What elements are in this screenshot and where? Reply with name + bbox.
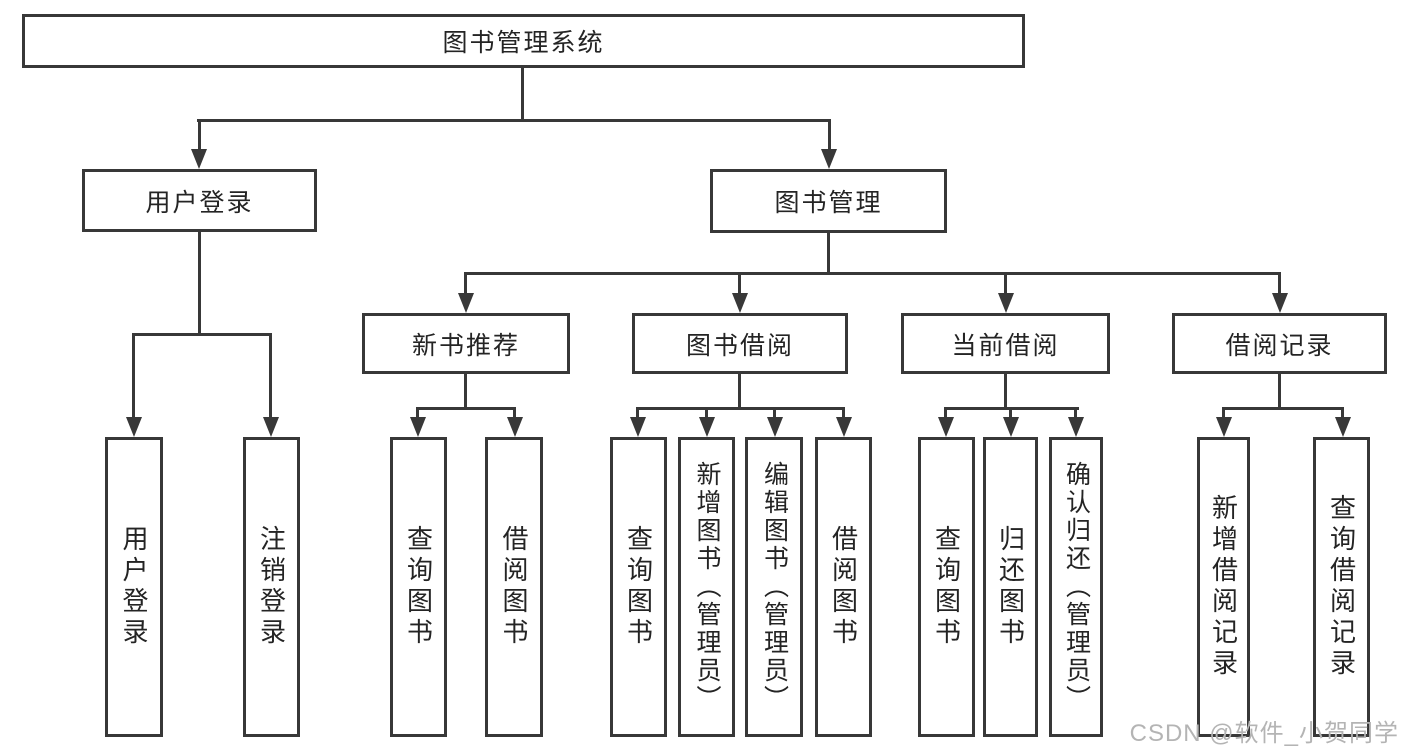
node-label: 用户登录 [145,188,254,217]
connector-line [738,374,741,410]
node-label: 注销登录 [256,525,287,649]
connector-line [1004,374,1007,410]
leaf-return-books: 归还图书 [983,437,1038,737]
arrow-down-icon [732,293,748,313]
node-label: 图书管理 [774,189,883,217]
node-label: 新增图书（管理员） [693,461,721,713]
leaf-query-books-current: 查询图书 [918,437,975,737]
connector-line [464,374,467,410]
node-label: 图书借阅 [685,331,794,360]
connector-line [198,232,201,336]
node-label: 新书推荐 [411,331,520,360]
arrow-down-icon [767,417,783,437]
node-label: 图书管理系统 [442,29,605,57]
connector-line [416,407,419,419]
connector-line [1278,374,1281,410]
connector-line [1341,407,1344,419]
connector-line [1004,272,1007,295]
connector-line [513,407,516,419]
connector-line [842,407,845,419]
node-label: 借阅图书 [828,525,859,649]
node-label: 查询图书 [403,525,434,649]
connector-line [1074,407,1077,419]
node-label: 用户登录 [119,525,149,649]
node-label: 归还图书 [995,525,1026,649]
node-new-book-recommend: 新书推荐 [362,313,570,374]
leaf-query-books-newbook: 查询图书 [390,437,447,737]
arrow-down-icon [998,293,1014,313]
node-book-borrow: 图书借阅 [632,313,848,374]
leaf-add-borrow-record: 新增借阅记录 [1197,437,1250,737]
connector-line [738,272,741,295]
connector-line [132,333,272,336]
arrow-down-icon [821,149,837,169]
connector-line [464,272,1281,275]
arrow-down-icon [126,417,142,437]
connector-line [197,119,831,122]
arrow-down-icon [1272,293,1288,313]
node-label: 借阅记录 [1225,331,1334,360]
node-user-login: 用户登录 [82,169,317,232]
node-label: 新增借阅记录 [1208,494,1239,680]
leaf-edit-books-admin: 编辑图书（管理员） [745,437,803,737]
connector-line [636,407,639,419]
arrow-down-icon [836,417,852,437]
connector-line [1222,407,1344,410]
connector-line [1222,407,1225,419]
connector-line [521,68,524,121]
node-label: 确认归还（管理员） [1062,461,1091,713]
node-label: 编辑图书（管理员） [760,461,789,713]
connector-line [636,407,845,410]
connector-line [1009,407,1012,419]
node-label: 当前借阅 [951,331,1060,360]
node-label: 查询图书 [931,525,962,649]
connector-line [416,407,516,410]
arrow-down-icon [507,417,523,437]
node-borrow-records: 借阅记录 [1172,313,1387,374]
leaf-add-books-admin: 新增图书（管理员） [678,437,735,737]
connector-line [464,272,467,295]
arrow-down-icon [1003,417,1019,437]
leaf-user-login: 用户登录 [105,437,163,737]
connector-line [198,119,201,150]
arrow-down-icon [458,293,474,313]
connector-line [828,119,831,150]
connector-line [269,333,272,417]
connector-line [132,333,135,417]
arrow-down-icon [699,417,715,437]
arrow-down-icon [938,417,954,437]
leaf-confirm-return-admin: 确认归还（管理员） [1049,437,1103,737]
connector-line [705,407,708,419]
csdn-watermark: CSDN @软件_小贺同学 [1129,720,1399,747]
arrow-down-icon [263,417,279,437]
arrow-down-icon [630,417,646,437]
arrow-down-icon [1216,417,1232,437]
arrow-down-icon [1335,417,1351,437]
node-label: 查询借阅记录 [1326,494,1357,680]
node-label: 借阅图书 [499,525,529,649]
leaf-query-borrow-record: 查询借阅记录 [1313,437,1370,737]
leaf-query-books-borrow: 查询图书 [610,437,667,737]
arrow-down-icon [410,417,426,437]
arrow-down-icon [1068,417,1084,437]
node-book-management: 图书管理 [710,169,947,233]
node-current-borrow: 当前借阅 [901,313,1110,374]
leaf-borrow-books-borrow: 借阅图书 [815,437,872,737]
connector-line [944,407,947,419]
leaf-logout: 注销登录 [243,437,300,737]
arrow-down-icon [191,149,207,169]
connector-line [1278,272,1281,295]
leaf-borrow-books-newbook: 借阅图书 [485,437,543,737]
connector-line [773,407,776,419]
connector-line [827,232,830,275]
node-root-library-system: 图书管理系统 [22,14,1025,68]
node-label: 查询图书 [623,525,654,649]
